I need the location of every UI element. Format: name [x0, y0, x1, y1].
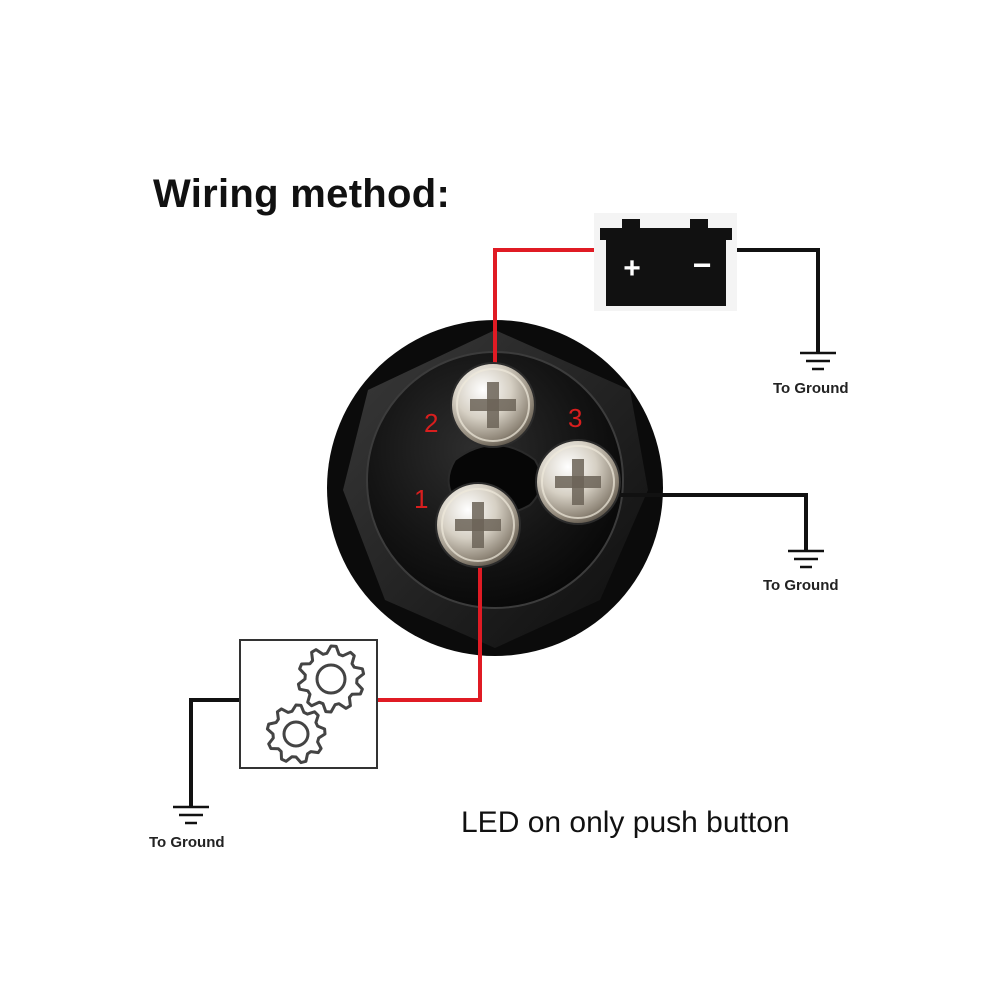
diagram-title: Wiring method:: [153, 172, 451, 216]
gear-large-icon: [296, 644, 366, 714]
wires: [189, 248, 820, 806]
gears-icon: [239, 639, 378, 769]
gear-hole: [282, 720, 310, 748]
screw-terminal-1: [435, 482, 521, 568]
ground-label-pin3: To Ground: [763, 577, 839, 594]
pin-label-2: 2: [424, 408, 439, 438]
diagram-caption: LED on only push button: [461, 806, 790, 839]
ground-wire-pin3: [605, 493, 808, 550]
pin-label-1: 1: [414, 484, 429, 514]
ground-wire-load: [189, 698, 240, 806]
ground-label-load: To Ground: [149, 834, 225, 851]
ground-label-battery: To Ground: [773, 380, 849, 397]
battery-icon: + −: [594, 213, 737, 311]
battery-negative-sign: −: [693, 247, 712, 283]
battery-positive-sign: +: [623, 252, 641, 285]
pin-label-3: 3: [568, 403, 583, 433]
ground-symbol-icon: [800, 351, 836, 371]
screw-terminal-3: [535, 439, 621, 525]
ground-symbol-icon: [788, 549, 824, 569]
positive-wire-load: [377, 548, 482, 702]
gear-small-icon: [265, 703, 327, 765]
gear-outline: [296, 644, 366, 714]
gear-hole: [315, 663, 347, 695]
positive-wire-battery: [493, 248, 594, 372]
ground-symbol-icon: [173, 805, 209, 825]
screw-terminal-2: [450, 362, 536, 448]
ground-wire-battery: [737, 248, 820, 352]
gear-outline: [265, 703, 327, 765]
